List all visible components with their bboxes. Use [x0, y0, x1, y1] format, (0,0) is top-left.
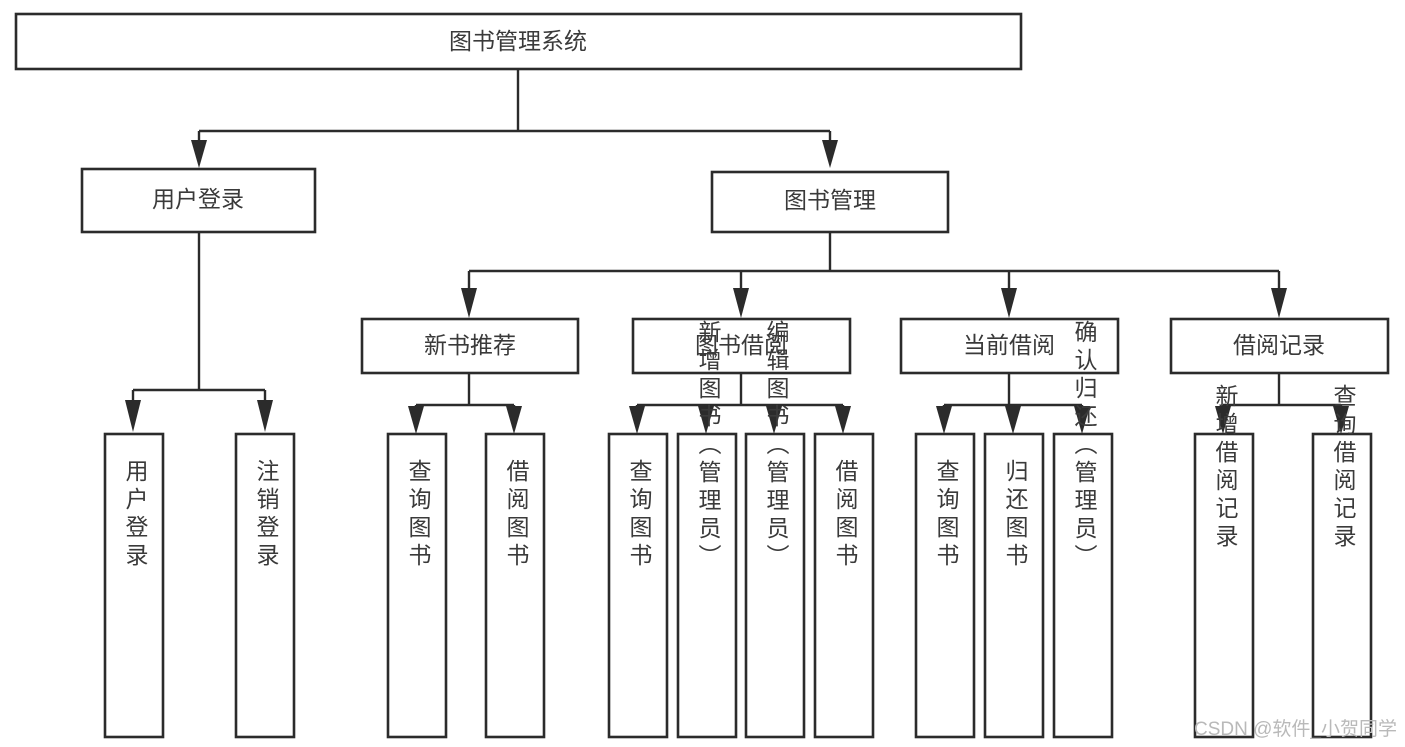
node-root-label: 图书管理系统	[449, 28, 587, 54]
node-leaf-borrow-book-2[interactable]: 借阅图书	[813, 432, 875, 739]
node-book-borrow[interactable]: 图书借阅	[631, 317, 852, 375]
node-leaf-edit-book-label: 编辑图书（管理员）	[763, 320, 790, 572]
node-leaf-query-book-2-label: 查询图书	[626, 459, 653, 571]
node-root-box[interactable]	[14, 12, 1023, 71]
node-leaf-query-book-1-box[interactable]	[386, 432, 448, 739]
node-leaf-add-borrow-record[interactable]: 新增借阅记录	[1193, 384, 1255, 739]
node-leaf-user-login[interactable]: 用户登录	[103, 432, 165, 739]
node-leaf-borrow-book-2-box[interactable]	[813, 432, 875, 739]
node-user-login-box[interactable]	[80, 167, 317, 234]
node-book-management[interactable]: 图书管理	[710, 170, 950, 234]
node-current-borrow-label: 当前借阅	[963, 332, 1055, 358]
node-leaf-confirm-return[interactable]: 确认归还（管理员）	[1052, 320, 1114, 739]
node-leaf-return-book[interactable]: 归还图书	[983, 432, 1045, 739]
node-leaf-add-borrow-record-label: 新增借阅记录	[1212, 384, 1239, 552]
node-leaf-add-book-label: 新增图书（管理员）	[695, 320, 722, 572]
node-leaf-user-login-label: 用户登录	[122, 459, 149, 571]
connector-group-current-borrow	[936, 373, 1090, 434]
arrow-icon-borrow-leaf-3	[766, 406, 782, 434]
csdn-watermark: CSDN @软件_小贺同学	[1194, 719, 1397, 740]
node-root[interactable]: 图书管理系统	[14, 12, 1023, 71]
node-leaf-add-borrow-record-box[interactable]	[1193, 432, 1255, 739]
node-leaf-query-book-2-box[interactable]	[607, 432, 669, 739]
arrow-icon-newbook-leaf-1	[408, 406, 424, 434]
node-user-login-label: 用户登录	[152, 186, 244, 212]
node-leaf-borrow-book-2-label: 借阅图书	[832, 459, 859, 571]
arrow-icon-root-to-bookmgmt	[822, 140, 838, 168]
arrow-icon-current-leaf-1	[936, 406, 952, 434]
arrow-icon-root-to-user	[191, 140, 207, 168]
node-leaf-borrow-book-1-label: 借阅图书	[503, 459, 530, 571]
node-leaf-edit-book[interactable]: 编辑图书（管理员）	[744, 320, 806, 739]
arrow-icon-bookmgmt-child-1	[461, 288, 477, 318]
arrow-icon-newbook-leaf-2	[506, 406, 522, 434]
node-new-book-recommend-box[interactable]	[360, 317, 580, 375]
arrow-icon-record-leaf-2	[1333, 406, 1349, 434]
node-leaf-borrow-book-1-box[interactable]	[484, 432, 546, 739]
node-current-borrow-box[interactable]	[899, 317, 1120, 375]
arrow-icon-bookmgmt-child-3	[1001, 288, 1017, 318]
connector-group-book-borrow	[629, 373, 851, 434]
arrow-icon-bookmgmt-child-4	[1271, 288, 1287, 318]
node-leaf-query-book-3-label: 查询图书	[933, 459, 960, 571]
node-book-borrow-box[interactable]	[631, 317, 852, 375]
node-leaf-query-book-2[interactable]: 查询图书	[607, 432, 669, 739]
connector-group-root	[191, 69, 838, 168]
node-leaf-logout-label: 注销登录	[253, 459, 280, 571]
node-leaf-confirm-return-box[interactable]	[1052, 432, 1114, 739]
node-leaf-add-book[interactable]: 新增图书（管理员）	[676, 320, 738, 739]
node-leaf-query-borrow-record-box[interactable]	[1311, 432, 1373, 739]
node-leaf-query-book-1-label: 查询图书	[405, 459, 432, 571]
node-leaf-logout[interactable]: 注销登录	[234, 432, 296, 739]
node-leaf-query-book-1[interactable]: 查询图书	[386, 432, 448, 739]
arrow-icon-current-leaf-2	[1005, 406, 1021, 434]
node-book-borrow-label: 图书借阅	[695, 332, 787, 358]
connector-group-user-login	[125, 232, 273, 432]
node-leaf-query-borrow-record-label: 查询借阅记录	[1330, 384, 1357, 552]
node-book-management-label: 图书管理	[784, 187, 876, 213]
node-leaf-confirm-return-label: 确认归还（管理员）	[1071, 320, 1098, 572]
node-user-login[interactable]: 用户登录	[80, 167, 317, 234]
connector-group-borrow-record	[1215, 373, 1349, 434]
node-leaf-return-book-box[interactable]	[983, 432, 1045, 739]
node-leaf-query-book-3-box[interactable]	[914, 432, 976, 739]
node-leaf-logout-box[interactable]	[234, 432, 296, 739]
arrow-icon-borrow-leaf-4	[835, 406, 851, 434]
connector-group-book-mgmt	[461, 232, 1287, 318]
node-borrow-record-box[interactable]	[1169, 317, 1390, 375]
node-leaf-user-login-box[interactable]	[103, 432, 165, 739]
arrow-icon-current-leaf-3	[1074, 406, 1090, 434]
arrow-icon-borrow-leaf-1	[629, 406, 645, 434]
node-leaf-return-book-label: 归还图书	[1002, 459, 1029, 571]
arrow-icon-bookmgmt-child-2	[733, 288, 749, 318]
node-new-book-recommend-label: 新书推荐	[424, 332, 516, 358]
connector-group-new-book	[408, 373, 522, 434]
arrow-icon-user-leaf-1	[125, 400, 141, 432]
node-book-management-box[interactable]	[710, 170, 950, 234]
node-current-borrow[interactable]: 当前借阅	[899, 317, 1120, 375]
node-leaf-query-borrow-record[interactable]: 查询借阅记录	[1311, 384, 1373, 739]
node-leaf-query-book-3[interactable]: 查询图书	[914, 432, 976, 739]
node-new-book-recommend[interactable]: 新书推荐	[360, 317, 580, 375]
node-borrow-record[interactable]: 借阅记录	[1169, 317, 1390, 375]
arrow-icon-record-leaf-1	[1215, 406, 1231, 434]
node-leaf-edit-book-box[interactable]	[744, 432, 806, 739]
arrow-icon-borrow-leaf-2	[698, 406, 714, 434]
node-leaf-add-book-box[interactable]	[676, 432, 738, 739]
arrow-icon-user-leaf-2	[257, 400, 273, 432]
node-borrow-record-label: 借阅记录	[1233, 332, 1325, 358]
node-leaf-borrow-book-1[interactable]: 借阅图书	[484, 432, 546, 739]
